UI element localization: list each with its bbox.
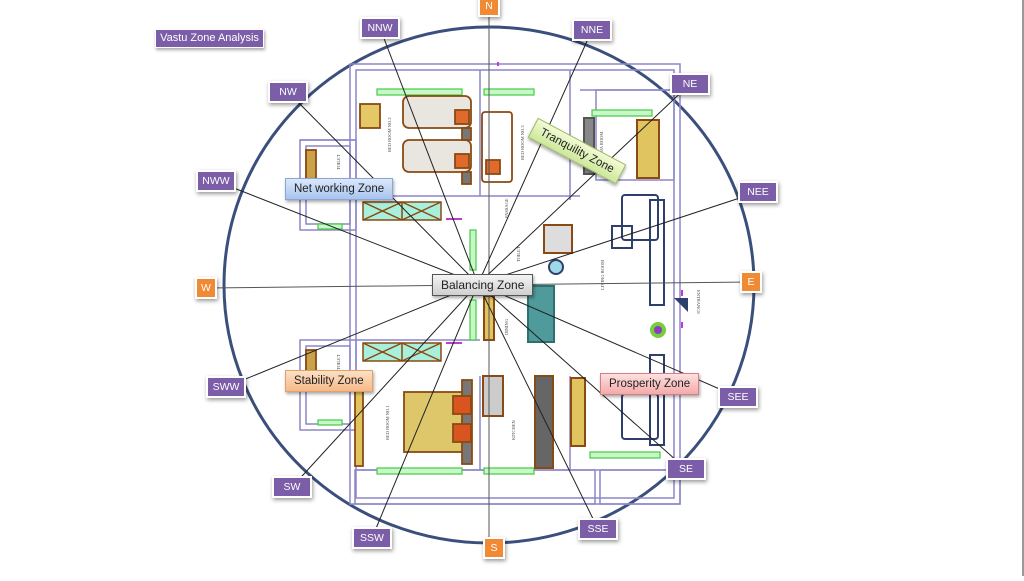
direction-label-nw: NW	[268, 81, 308, 103]
zone-stability: Stability Zone	[285, 370, 373, 392]
label-dining: DINING	[504, 318, 509, 335]
direction-label-n: N	[478, 0, 500, 17]
direction-label-e: E	[740, 271, 762, 293]
ray-ssw	[371, 283, 479, 539]
ray-sww	[225, 283, 479, 388]
direction-label-nne: NNE	[572, 19, 612, 41]
label-entrance: ENTRANCE	[696, 290, 701, 314]
ray-ne	[477, 83, 691, 285]
ray-nww	[215, 180, 479, 285]
direction-label-nww: NWW	[196, 170, 236, 192]
label-bed-room-3: BED ROOM NO.3	[520, 125, 525, 160]
ray-sse	[477, 283, 599, 530]
ray-nee	[477, 191, 759, 285]
label-toilet-nw: TOILET	[336, 154, 341, 170]
zone-prosperity: Prosperity Zone	[600, 373, 700, 395]
ray-se	[477, 283, 687, 470]
direction-label-sww: SWW	[206, 376, 246, 398]
direction-label-ssw: SSW	[352, 527, 392, 549]
direction-label-ne: NE	[670, 73, 710, 95]
label-passage: PASSAGE	[504, 198, 509, 218]
plant-icon	[650, 322, 666, 338]
direction-label-se: SE	[666, 458, 706, 480]
windows	[317, 88, 661, 475]
direction-label-sse: SSE	[578, 518, 618, 540]
direction-label-w: W	[195, 277, 217, 299]
label-toilet-center: TOILET	[516, 246, 521, 262]
direction-label-s: S	[483, 537, 505, 559]
furniture	[482, 117, 688, 469]
label-kitchen: KITCHEN	[511, 420, 516, 440]
direction-label-sw: SW	[272, 476, 312, 498]
diagram-title: Vastu Zone Analysis	[155, 29, 264, 48]
ray-nne	[477, 29, 593, 285]
label-bed-room-2: BED ROOM NO.2	[387, 117, 392, 152]
doors	[446, 62, 683, 344]
direction-label-see: SEE	[718, 386, 758, 408]
label-living-room: LIVING ROOM	[600, 260, 605, 290]
label-pooja: POOJA ROOM	[599, 132, 604, 160]
direction-label-nnw: NNW	[360, 17, 400, 39]
ray-nnw	[379, 27, 479, 285]
zone-net-working: Net working Zone	[285, 178, 394, 200]
label-toilet-sw: TOILET	[336, 354, 341, 370]
direction-label-nee: NEE	[738, 181, 778, 203]
zone-balancing: Balancing Zone	[432, 274, 534, 296]
ray-sw	[291, 283, 479, 488]
wardrobes	[362, 201, 442, 362]
label-bed-room-1: BED ROOM NO.1	[385, 405, 390, 440]
direction-rays	[205, 14, 759, 548]
slide-border	[1022, 0, 1024, 576]
